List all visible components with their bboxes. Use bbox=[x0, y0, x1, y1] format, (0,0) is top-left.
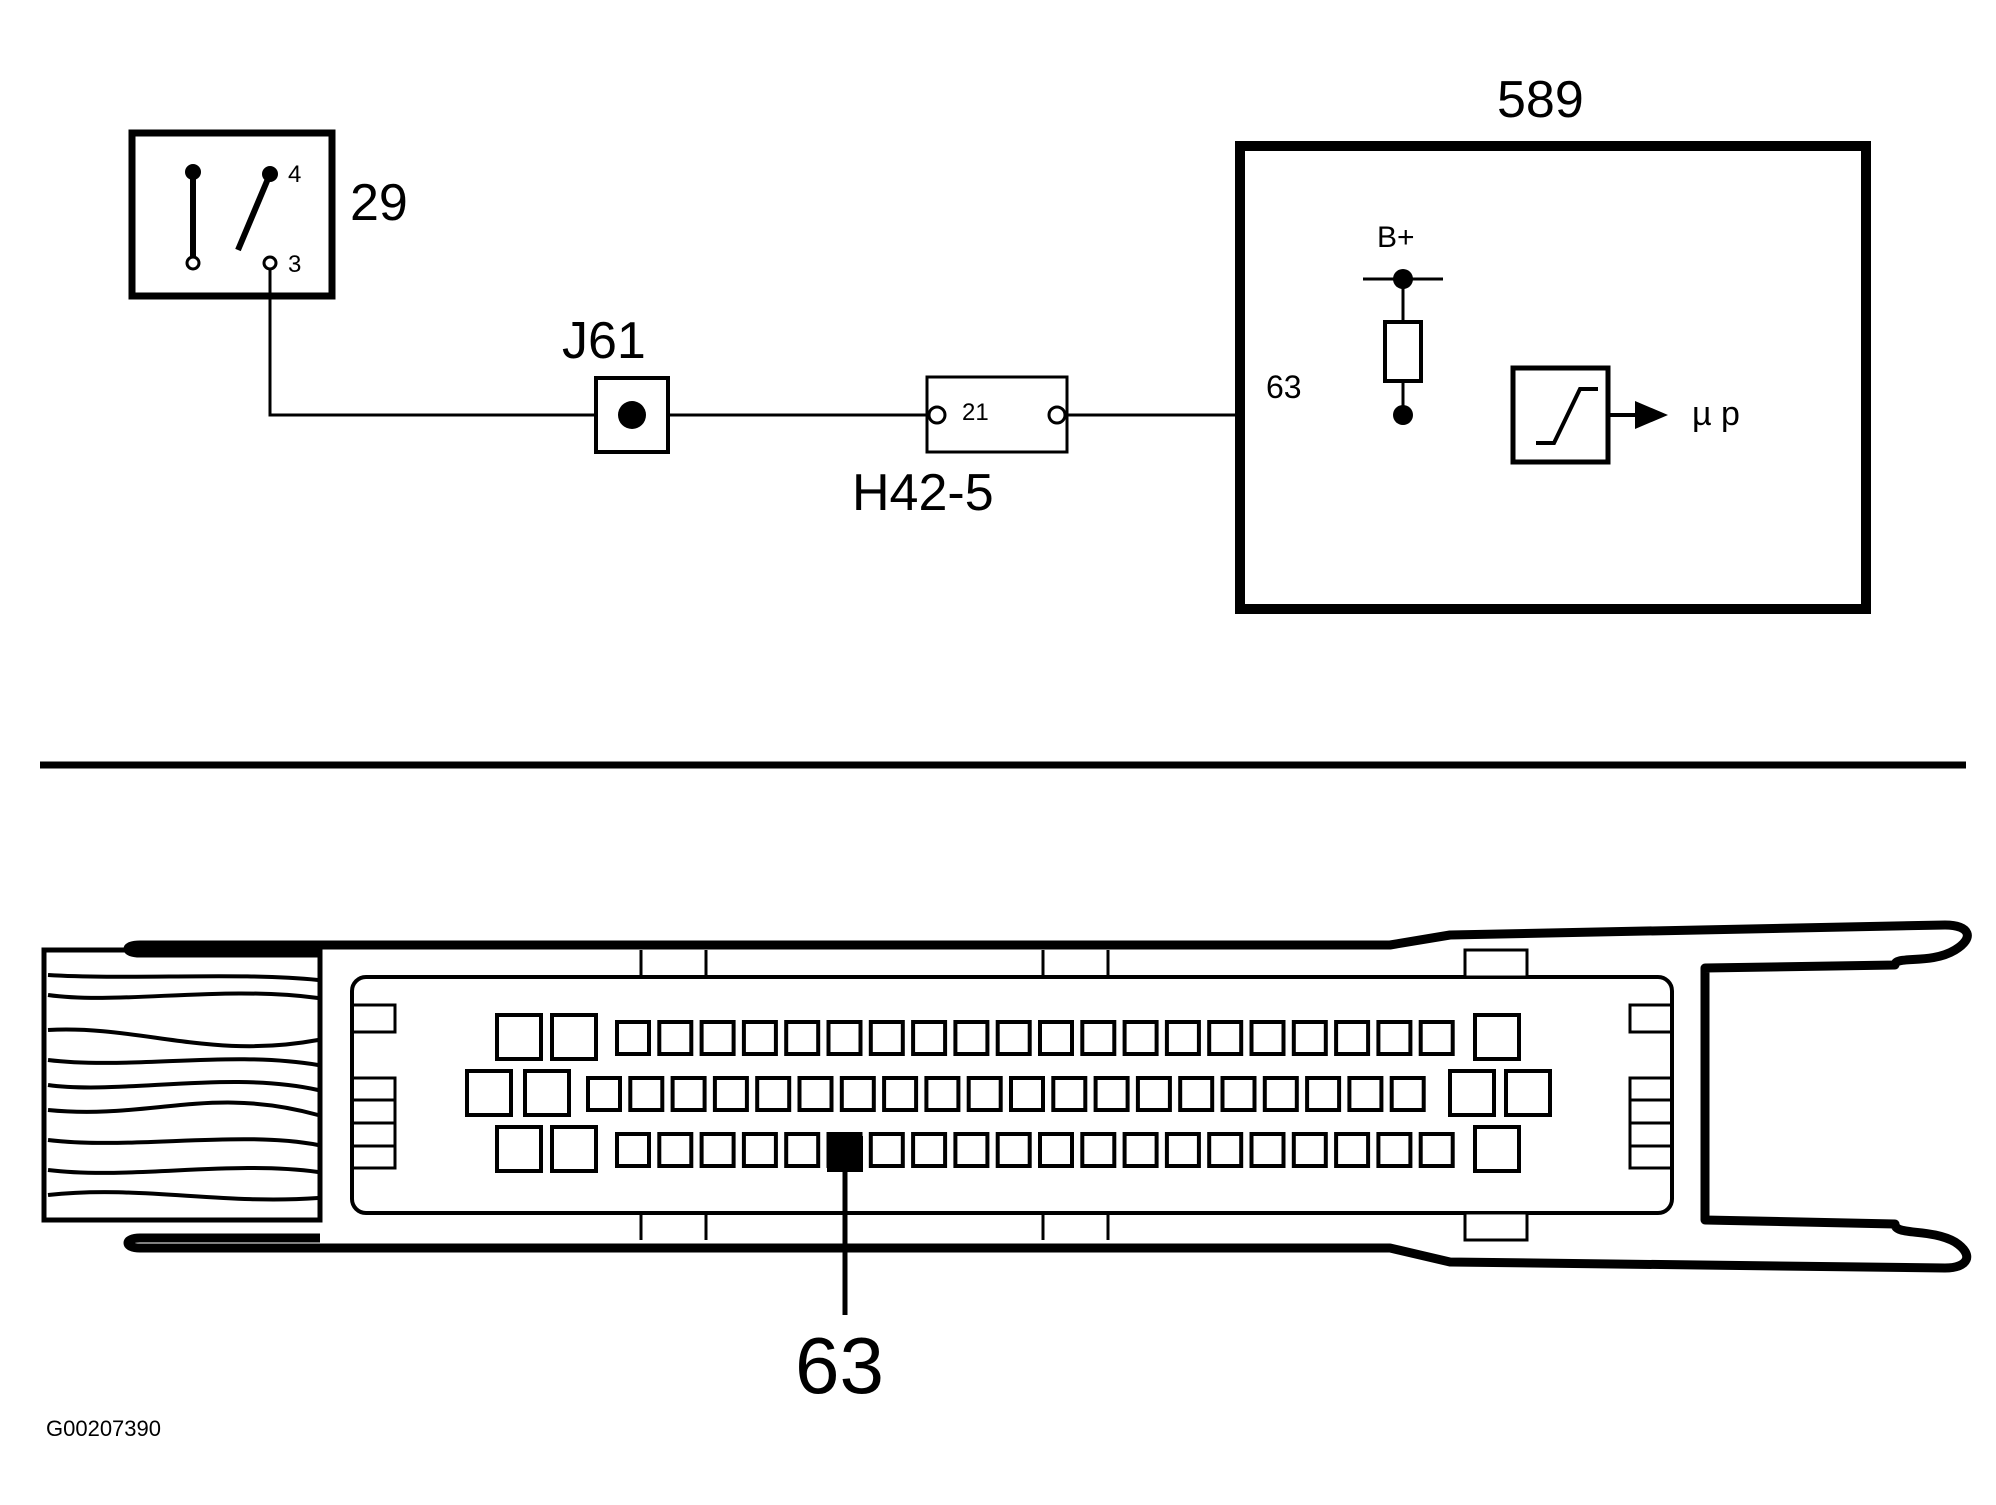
splice-label: J61 bbox=[562, 312, 646, 370]
terminal-cavity bbox=[1038, 1132, 1074, 1168]
output-label: µ p bbox=[1692, 395, 1740, 433]
terminal-cavity bbox=[1178, 1076, 1215, 1112]
terminal-cavity bbox=[1262, 1076, 1299, 1112]
terminal-cavity bbox=[628, 1076, 665, 1112]
connector-pin-21: 21 bbox=[962, 399, 989, 426]
output-arrow-icon bbox=[1635, 401, 1668, 429]
terminal-cavity bbox=[1164, 1132, 1201, 1168]
terminal-cavity bbox=[1009, 1076, 1045, 1112]
switch-pin-4: 4 bbox=[288, 161, 301, 188]
terminal-cavity bbox=[839, 1076, 876, 1112]
terminal-cavity bbox=[911, 1132, 948, 1168]
terminal-cavity bbox=[1249, 1020, 1286, 1056]
connector-face-view bbox=[41, 920, 1972, 1315]
terminal-cavity bbox=[911, 1020, 948, 1056]
terminal-cavity bbox=[699, 1020, 736, 1056]
terminal-cavity bbox=[657, 1020, 694, 1056]
terminal-cavity bbox=[995, 1020, 1032, 1056]
terminal-cavity bbox=[1376, 1132, 1413, 1168]
terminal-cavity bbox=[953, 1132, 990, 1168]
control-module-589: 63 B+ µ p bbox=[1235, 141, 1871, 614]
terminal-cavity bbox=[586, 1076, 622, 1112]
figure-code: G00207390 bbox=[46, 1416, 161, 1441]
terminal-cavity bbox=[1418, 1132, 1455, 1168]
connector-label: H42-5 bbox=[852, 464, 994, 522]
terminal-cavity bbox=[1334, 1132, 1371, 1168]
signal-converter bbox=[1510, 365, 1611, 465]
terminal-cavity bbox=[784, 1132, 821, 1168]
terminal-cavity bbox=[1038, 1020, 1074, 1056]
terminal-cavity bbox=[966, 1076, 1003, 1112]
terminal-cavity bbox=[953, 1020, 990, 1056]
terminal-cavity bbox=[1093, 1076, 1130, 1112]
terminal-cavity bbox=[924, 1076, 961, 1112]
terminal-cavity bbox=[615, 1132, 651, 1168]
terminal-cavity bbox=[712, 1076, 749, 1112]
signal-wire bbox=[268, 269, 596, 417]
terminal-cavity bbox=[1220, 1076, 1257, 1112]
terminal-cavity bbox=[1051, 1076, 1088, 1112]
terminal-cavity bbox=[882, 1076, 919, 1112]
terminal-cavity bbox=[995, 1132, 1032, 1168]
terminal-cavity bbox=[1418, 1020, 1455, 1056]
terminal-cavity bbox=[1080, 1132, 1117, 1168]
terminal-cavity bbox=[868, 1020, 905, 1056]
terminal-cavity bbox=[741, 1020, 778, 1056]
pin-callout-label: 63 bbox=[795, 1321, 884, 1410]
terminal-cavity bbox=[784, 1020, 821, 1056]
terminal-cavity bbox=[1334, 1020, 1371, 1056]
terminal-cavity bbox=[755, 1076, 792, 1112]
terminal-cavity bbox=[868, 1132, 905, 1168]
supply-label: B+ bbox=[1377, 221, 1415, 254]
terminal-cavity bbox=[1249, 1132, 1286, 1168]
terminal-cavity bbox=[1080, 1020, 1117, 1056]
terminal-cavity bbox=[1207, 1132, 1244, 1168]
terminal-cavity bbox=[1122, 1132, 1159, 1168]
pin-63-cavity bbox=[827, 1136, 863, 1172]
module-pin-63: 63 bbox=[1266, 369, 1302, 405]
terminal-cavity bbox=[1347, 1076, 1384, 1112]
terminal-cavity bbox=[615, 1020, 651, 1056]
switch-label: 29 bbox=[350, 174, 408, 232]
terminal-cavity bbox=[657, 1132, 694, 1168]
splice-j61 bbox=[594, 376, 670, 454]
terminal-cavity bbox=[1164, 1020, 1201, 1056]
terminal-cavity bbox=[1291, 1132, 1328, 1168]
terminal-cavity bbox=[797, 1076, 834, 1112]
terminal-cavity bbox=[699, 1132, 736, 1168]
pull-up-resistor bbox=[1383, 320, 1423, 383]
terminal-cavity bbox=[1389, 1076, 1426, 1112]
connector-h42-5: 21 bbox=[925, 375, 1069, 454]
terminal-cavity bbox=[1305, 1076, 1342, 1112]
harness-wires-icon bbox=[47, 973, 319, 1202]
switch-29: 4 3 bbox=[128, 129, 336, 300]
module-label: 589 bbox=[1497, 71, 1584, 129]
switch-pin-3: 3 bbox=[288, 251, 301, 278]
terminal-cavity bbox=[670, 1076, 707, 1112]
terminal-cavity bbox=[741, 1132, 778, 1168]
terminal-cavity bbox=[1291, 1020, 1328, 1056]
terminal-cavity bbox=[1376, 1020, 1413, 1056]
terminal-cavity bbox=[826, 1020, 863, 1056]
terminal-cavity bbox=[1135, 1076, 1172, 1112]
terminal-cavity bbox=[1122, 1020, 1159, 1056]
terminal-cavity bbox=[1207, 1020, 1244, 1056]
